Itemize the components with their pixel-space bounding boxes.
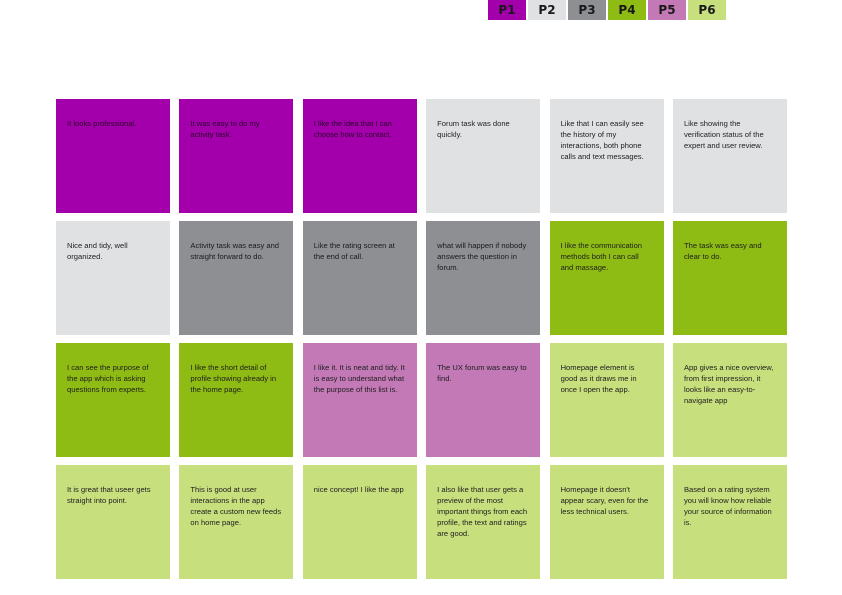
legend-p2: P2 bbox=[528, 0, 566, 20]
sticky-note: It was easy to do my activity task. bbox=[179, 99, 294, 213]
sticky-note: It looks professional. bbox=[56, 99, 170, 213]
sticky-note: what will happen if nobody answers the q… bbox=[426, 221, 541, 335]
sticky-note: Based on a rating system you will know h… bbox=[672, 465, 787, 579]
sticky-note: I like the idea that I can choose how to… bbox=[302, 99, 417, 213]
sticky-note: Like the rating screen at the end of cal… bbox=[302, 221, 417, 335]
sticky-note: I like it. It is neat and tidy. It is ea… bbox=[302, 343, 417, 457]
legend-p3: P3 bbox=[568, 0, 606, 20]
participant-legend: P1 P2 P3 P4 P5 P6 bbox=[488, 0, 726, 20]
sticky-note: Like showing the verification status of … bbox=[672, 99, 787, 213]
sticky-note: Activity task was easy and straight forw… bbox=[179, 221, 294, 335]
sticky-note: The UX forum was easy to find. bbox=[426, 343, 541, 457]
sticky-note: This is good at user interactions in the… bbox=[179, 465, 294, 579]
sticky-note: It is great that useer gets straight int… bbox=[56, 465, 170, 579]
sticky-note: Forum task was done quickly. bbox=[426, 99, 541, 213]
legend-p4: P4 bbox=[608, 0, 646, 20]
sticky-note: I also like that user gets a preview of … bbox=[426, 465, 541, 579]
sticky-note: Like that I can easily see the history o… bbox=[549, 99, 664, 213]
sticky-note: I can see the purpose of the app which i… bbox=[56, 343, 170, 457]
legend-p1: P1 bbox=[488, 0, 526, 20]
sticky-note: nice concept! I like the app bbox=[302, 465, 417, 579]
legend-p6: P6 bbox=[688, 0, 726, 20]
sticky-note: I like the communication methods both I … bbox=[549, 221, 664, 335]
sticky-note: Nice and tidy, well organized. bbox=[56, 221, 170, 335]
legend-p5: P5 bbox=[648, 0, 686, 20]
sticky-note: The task was easy and clear to do. bbox=[672, 221, 787, 335]
sticky-note-grid: It looks professional. It was easy to do… bbox=[56, 99, 787, 579]
sticky-note: Homepage it doesn't appear scary, even f… bbox=[549, 465, 664, 579]
sticky-note: Homepage element is good as it draws me … bbox=[549, 343, 664, 457]
sticky-note: App gives a nice overview, from first im… bbox=[672, 343, 787, 457]
sticky-note: I like the short detail of profile showi… bbox=[179, 343, 294, 457]
